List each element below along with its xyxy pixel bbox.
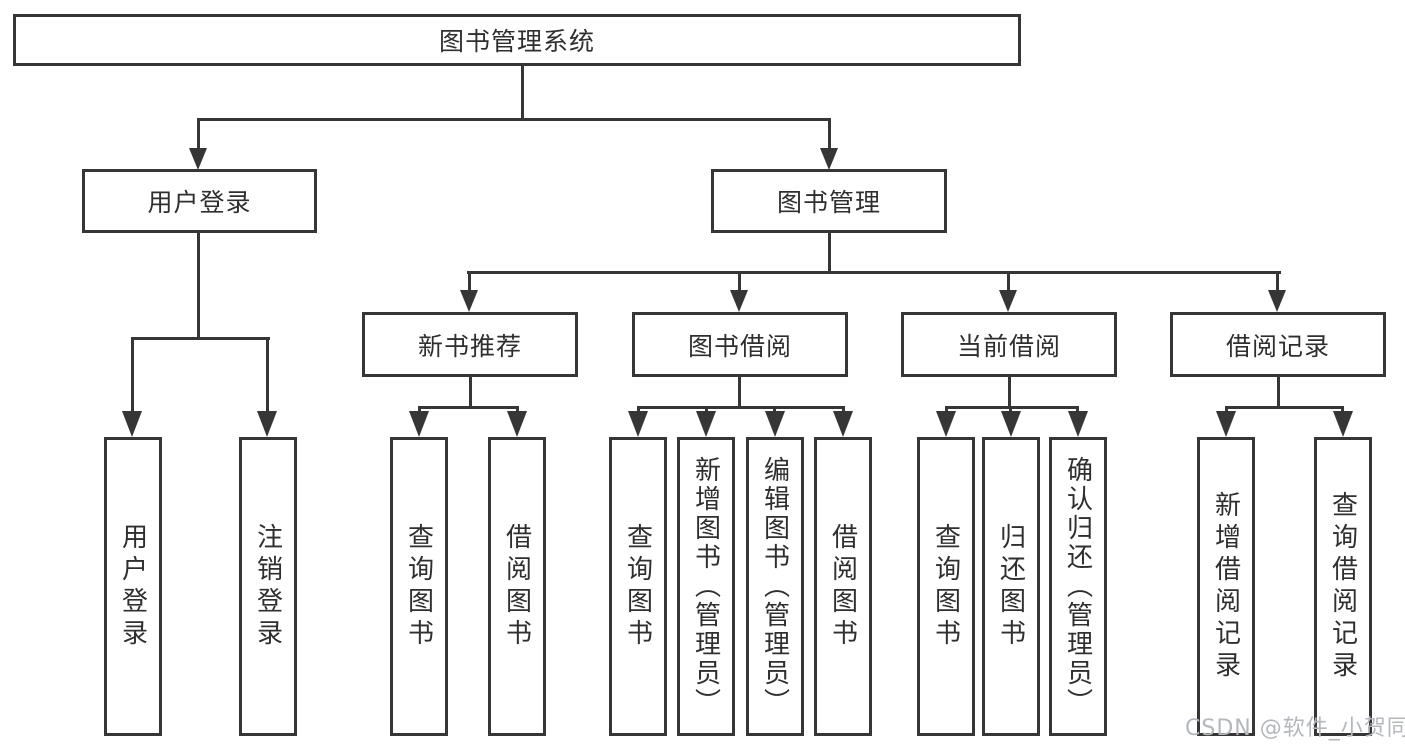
arrow-down-icon	[1001, 411, 1021, 437]
node-label: 注销登录	[252, 522, 283, 651]
arrow-down-icon	[122, 411, 142, 437]
arrow-down-icon	[820, 148, 838, 170]
connector-line	[521, 66, 524, 120]
arrow-down-icon	[1216, 411, 1236, 437]
node-label: 新增图书（管理员）	[690, 456, 721, 717]
node-user-login: 用户登录	[82, 169, 317, 233]
node-label: 借阅图书	[827, 522, 858, 651]
node-label: 查询图书	[622, 522, 653, 651]
node-label: 编辑图书（管理员）	[759, 456, 790, 717]
node-label: 查询图书	[403, 522, 434, 651]
leaf-logout: 注销登录	[239, 437, 297, 736]
leaf-recommend-query-books: 查询图书	[390, 437, 448, 736]
node-label: 借阅图书	[501, 522, 532, 651]
arrow-down-icon	[696, 411, 716, 437]
connector-line	[197, 118, 200, 150]
arrow-down-icon	[1268, 290, 1286, 312]
node-current-borrow: 当前借阅	[901, 312, 1117, 377]
connector-line	[197, 118, 831, 121]
connector-line	[469, 377, 472, 409]
node-label: 新书推荐	[417, 331, 522, 361]
connector-line	[468, 271, 471, 293]
arrow-down-icon	[1068, 411, 1088, 437]
leaf-borrow-borrow-books: 借阅图书	[814, 437, 872, 736]
node-book-management: 图书管理	[711, 169, 947, 233]
node-label: 查询图书	[930, 522, 961, 651]
connector-line	[637, 406, 845, 409]
leaf-current-query-books: 查询图书	[917, 437, 975, 736]
arrow-down-icon	[833, 411, 853, 437]
arrow-down-icon	[765, 411, 785, 437]
arrow-down-icon	[936, 411, 956, 437]
connector-line	[467, 271, 1281, 274]
node-label: 图书借阅	[687, 331, 792, 361]
leaf-borrow-edit-books-admin: 编辑图书（管理员）	[746, 437, 804, 736]
leaf-current-return-books: 归还图书	[982, 437, 1040, 736]
connector-line	[1007, 271, 1010, 293]
connector-line	[1225, 406, 1344, 409]
arrow-down-icon	[507, 411, 527, 437]
node-label: 图书管理系统	[438, 27, 595, 56]
arrow-down-icon	[730, 290, 748, 312]
node-label: 查询借阅记录	[1327, 490, 1358, 683]
arrow-down-icon	[409, 411, 429, 437]
connector-line	[1277, 377, 1280, 409]
node-label: 新增借阅记录	[1210, 490, 1241, 683]
node-label: 当前借阅	[956, 331, 1061, 361]
node-label: 借阅记录	[1225, 331, 1330, 361]
connector-line	[131, 337, 270, 340]
leaf-recommend-borrow-books: 借阅图书	[488, 437, 546, 736]
node-label: 用户登录	[117, 522, 148, 651]
connector-line	[197, 233, 200, 340]
connector-line	[738, 377, 741, 409]
arrow-down-icon	[460, 290, 478, 312]
arrow-down-icon	[999, 290, 1017, 312]
node-new-book-recommend: 新书推荐	[362, 312, 578, 377]
leaf-current-confirm-return-admin: 确认归还（管理员）	[1049, 437, 1107, 736]
node-library-management-system: 图书管理系统	[13, 14, 1021, 66]
connector-line	[828, 233, 831, 273]
leaf-record-add: 新增借阅记录	[1197, 437, 1255, 736]
arrow-down-icon	[257, 411, 277, 437]
arrow-down-icon	[1333, 411, 1353, 437]
node-label: 归还图书	[995, 522, 1026, 651]
watermark: CSDN @软件_小贺同学	[1185, 716, 1405, 741]
leaf-record-query: 查询借阅记录	[1314, 437, 1372, 736]
node-label: 图书管理	[776, 188, 881, 217]
node-book-borrow: 图书借阅	[632, 312, 848, 377]
connector-line	[418, 406, 519, 409]
leaf-borrow-query-books: 查询图书	[609, 437, 667, 736]
connector-line	[1276, 271, 1279, 293]
connector-line	[945, 406, 1079, 409]
leaf-user-login: 用户登录	[104, 437, 162, 736]
connector-line	[266, 337, 269, 415]
connector-line	[131, 337, 134, 415]
node-label: 用户登录	[147, 188, 252, 217]
leaf-borrow-add-books-admin: 新增图书（管理员）	[677, 437, 735, 736]
connector-line	[738, 271, 741, 293]
arrow-down-icon	[628, 411, 648, 437]
node-borrow-record: 借阅记录	[1170, 312, 1386, 377]
node-label: 确认归还（管理员）	[1062, 456, 1093, 717]
connector-line	[828, 118, 831, 150]
arrow-down-icon	[189, 148, 207, 170]
connector-line	[1008, 377, 1011, 409]
